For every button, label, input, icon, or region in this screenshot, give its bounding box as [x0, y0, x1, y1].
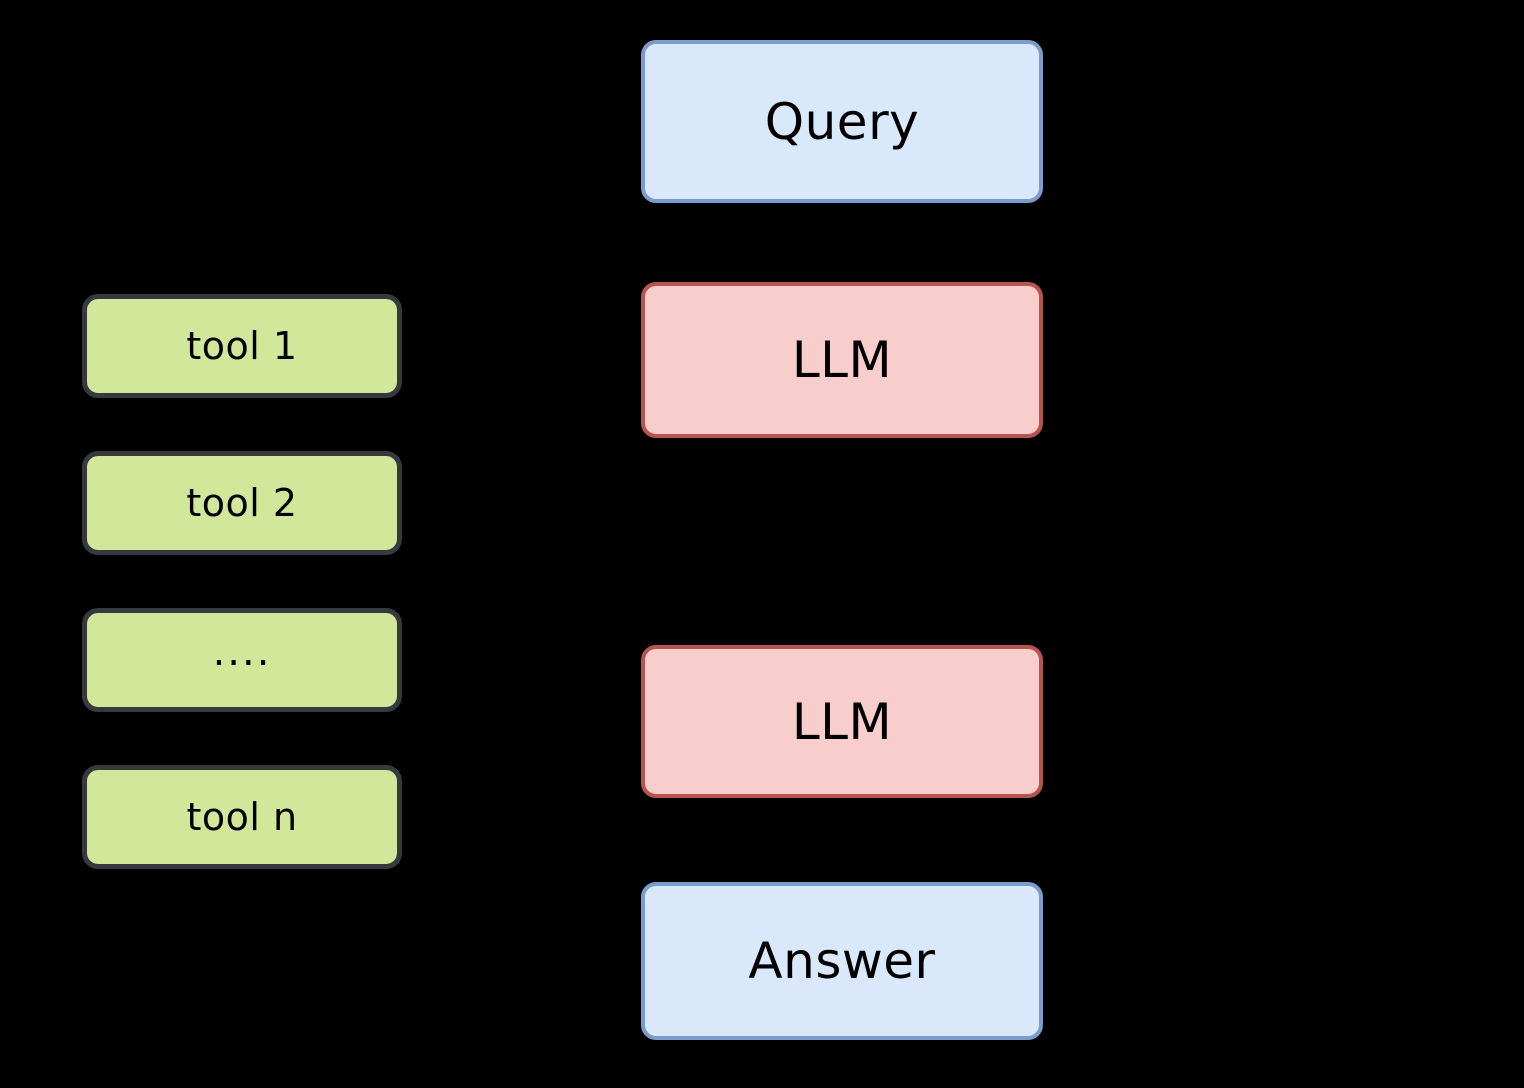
tool-node-2-label: tool 2 — [186, 481, 298, 525]
tool-node-1[interactable]: tool 1 — [82, 294, 402, 398]
tool-node-1-label: tool 1 — [186, 324, 298, 368]
query-node-label: Query — [764, 92, 920, 151]
answer-node-label: Answer — [748, 932, 936, 990]
tool-node-n-label: tool n — [186, 795, 298, 839]
query-node[interactable]: Query — [641, 40, 1043, 203]
answer-node[interactable]: Answer — [641, 882, 1043, 1040]
llm-node-2-label: LLM — [791, 692, 893, 751]
llm-node-1-label: LLM — [791, 331, 893, 389]
llm-node-1[interactable]: LLM — [641, 282, 1043, 438]
tool-node-n[interactable]: tool n — [82, 765, 402, 869]
tool-node-2[interactable]: tool 2 — [82, 451, 402, 555]
tool-node-ellipsis[interactable]: .... — [82, 608, 402, 712]
llm-node-2[interactable]: LLM — [641, 645, 1043, 798]
tool-node-ellipsis-label: .... — [212, 629, 272, 675]
